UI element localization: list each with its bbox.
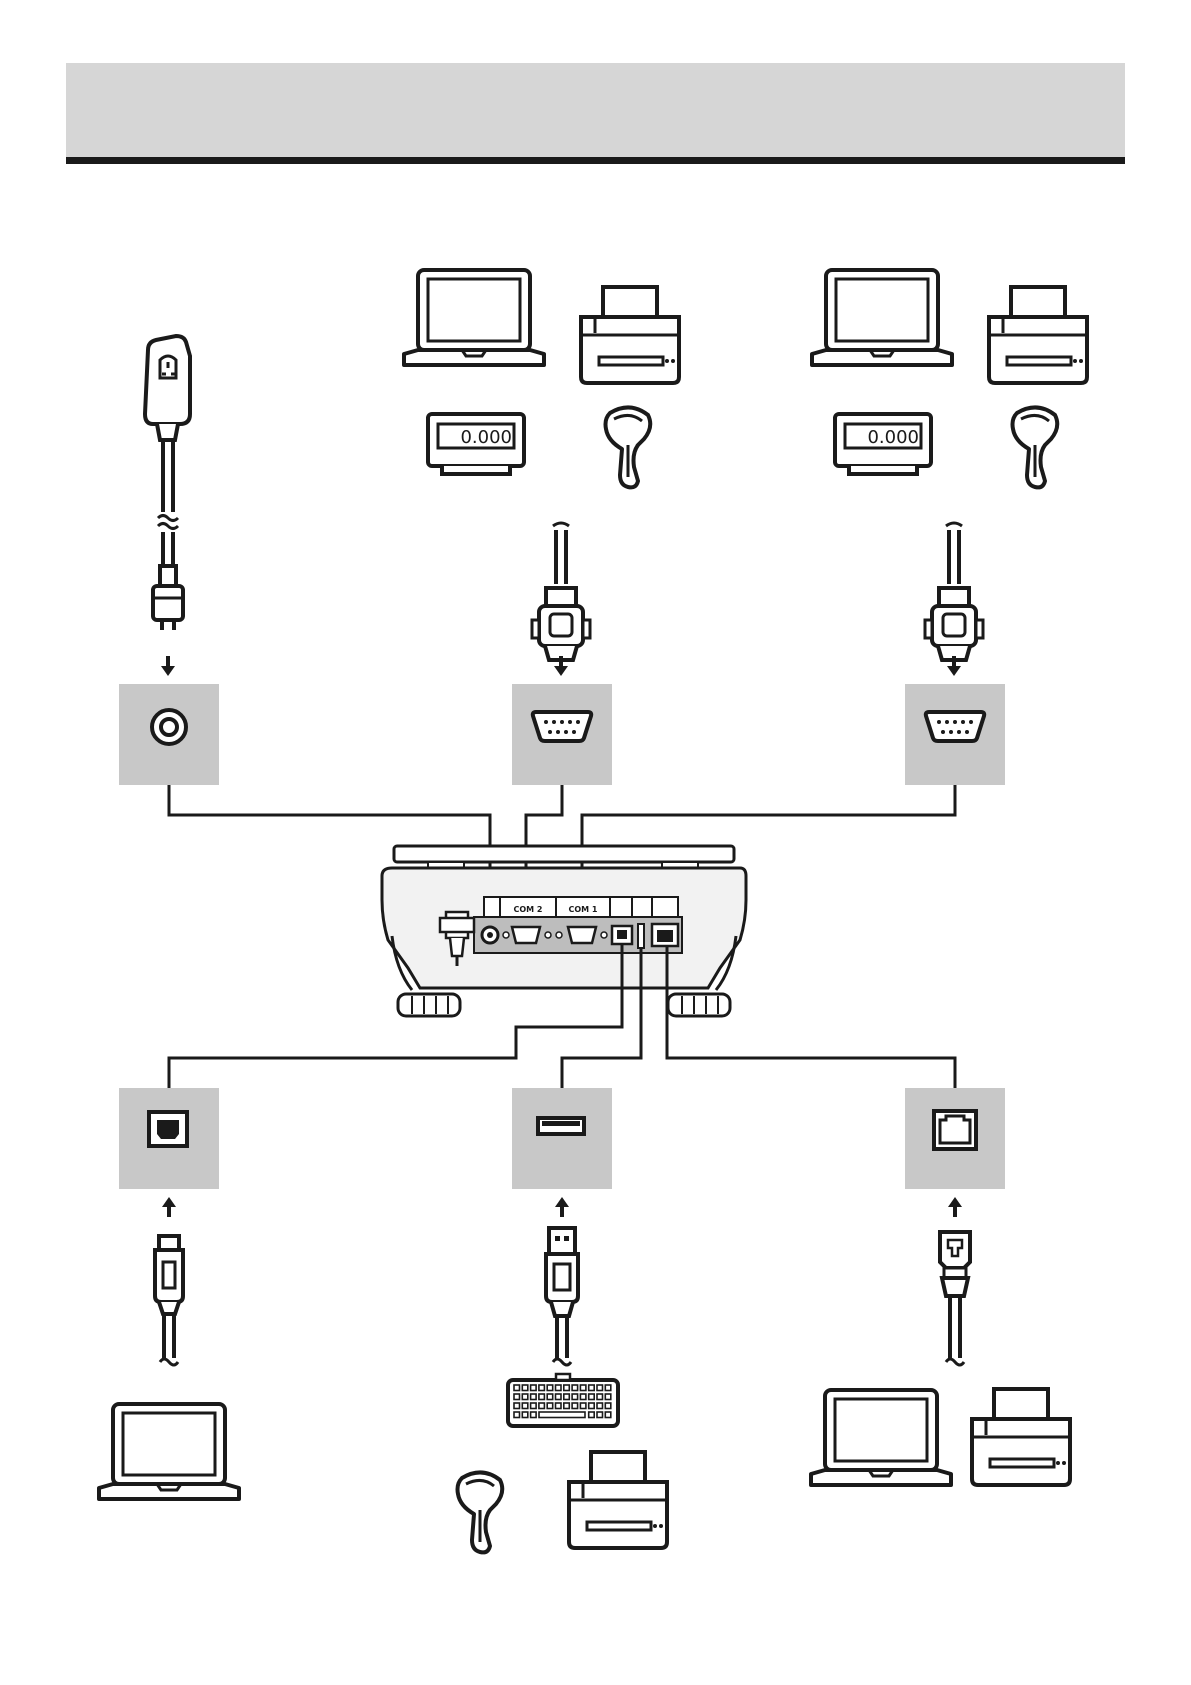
keyboard-key	[514, 1394, 520, 1400]
keyboard-key	[547, 1403, 553, 1409]
keyboard-key	[589, 1412, 595, 1418]
keyboard-key	[580, 1394, 586, 1400]
com1-label: COM 1	[569, 905, 598, 914]
keyboard-key	[522, 1394, 528, 1400]
keyboard-key	[556, 1394, 562, 1400]
keyboard-key	[580, 1403, 586, 1409]
keyboard-key	[605, 1394, 611, 1400]
keyboard-key	[605, 1385, 611, 1391]
keyboard-key	[522, 1403, 528, 1409]
keyboard-key	[531, 1403, 537, 1409]
weight-display-icon: 0.000	[835, 414, 931, 474]
laptop-icon	[811, 1390, 951, 1485]
keyboard-key	[522, 1412, 528, 1418]
weight-display-icon: 0.000	[428, 414, 524, 474]
display-readout: 0.000	[867, 427, 919, 448]
serial-cable-icon	[532, 523, 590, 660]
power-adapter-icon	[145, 336, 190, 630]
keyboard-key	[605, 1412, 611, 1418]
keyboard-key	[514, 1403, 520, 1409]
keyboard-key	[514, 1412, 520, 1418]
keyboard-key	[564, 1385, 570, 1391]
keyboard-key	[531, 1385, 537, 1391]
arrow-up-icon	[555, 1197, 569, 1217]
keyboard-key	[597, 1394, 603, 1400]
keyboard-key	[564, 1394, 570, 1400]
usb-b-icon	[149, 1112, 187, 1146]
arrow-up-icon	[948, 1197, 962, 1217]
rj45-icon	[934, 1111, 976, 1149]
port-box-com2	[512, 684, 612, 785]
com2-label: COM 2	[514, 905, 543, 914]
keyboard-key	[589, 1403, 595, 1409]
keyboard-key	[572, 1394, 578, 1400]
port-box-ethernet	[905, 1088, 1005, 1189]
keyboard-key	[522, 1385, 528, 1391]
barcode-scanner-icon	[606, 407, 651, 487]
arrow-up-icon	[162, 1197, 176, 1217]
balance-rear-view: COM 2 COM 1	[382, 846, 746, 1016]
serial-cable-icon	[925, 523, 983, 660]
port-box-usb-a	[512, 1088, 612, 1189]
usb-a-icon	[538, 1118, 584, 1134]
keyboard-key	[539, 1385, 545, 1391]
keyboard-key	[531, 1412, 537, 1418]
keyboard-key	[589, 1385, 595, 1391]
keyboard-key	[531, 1394, 537, 1400]
db9-serial-icon	[533, 712, 591, 741]
keyboard-icon	[508, 1374, 618, 1426]
keyboard-key	[556, 1385, 562, 1391]
port-box-power	[119, 684, 219, 785]
keyboard-key	[572, 1403, 578, 1409]
keyboard-key	[597, 1385, 603, 1391]
printer-icon	[989, 287, 1087, 383]
keyboard-key	[547, 1394, 553, 1400]
db9-serial-icon	[926, 712, 984, 741]
keyboard-key	[514, 1385, 520, 1391]
keyboard-spacebar	[539, 1412, 585, 1418]
keyboard-key	[556, 1403, 562, 1409]
keyboard-key	[547, 1385, 553, 1391]
dc-power-jack-icon	[152, 710, 186, 744]
laptop-icon	[99, 1404, 239, 1499]
barcode-scanner-icon	[1013, 407, 1058, 487]
keyboard-key	[539, 1403, 545, 1409]
ethernet-cable-icon	[940, 1232, 970, 1365]
keyboard-key	[597, 1412, 603, 1418]
printer-icon	[972, 1389, 1070, 1485]
display-readout: 0.000	[460, 427, 512, 448]
keyboard-key	[564, 1403, 570, 1409]
keyboard-key	[539, 1394, 545, 1400]
keyboard-key	[580, 1385, 586, 1391]
usb-a-cable-icon	[546, 1228, 578, 1365]
laptop-icon	[404, 270, 544, 365]
port-box-usb-b	[119, 1088, 219, 1189]
keyboard-key	[589, 1394, 595, 1400]
arrow-down-icon	[161, 656, 175, 676]
keyboard-key	[605, 1403, 611, 1409]
printer-icon	[569, 1452, 667, 1548]
keyboard-key	[597, 1403, 603, 1409]
printer-icon	[581, 287, 679, 383]
laptop-icon	[812, 270, 952, 365]
port-box-com1	[905, 684, 1005, 785]
usb-b-cable-icon	[155, 1236, 183, 1365]
barcode-scanner-icon	[458, 1472, 503, 1552]
keyboard-key	[572, 1385, 578, 1391]
